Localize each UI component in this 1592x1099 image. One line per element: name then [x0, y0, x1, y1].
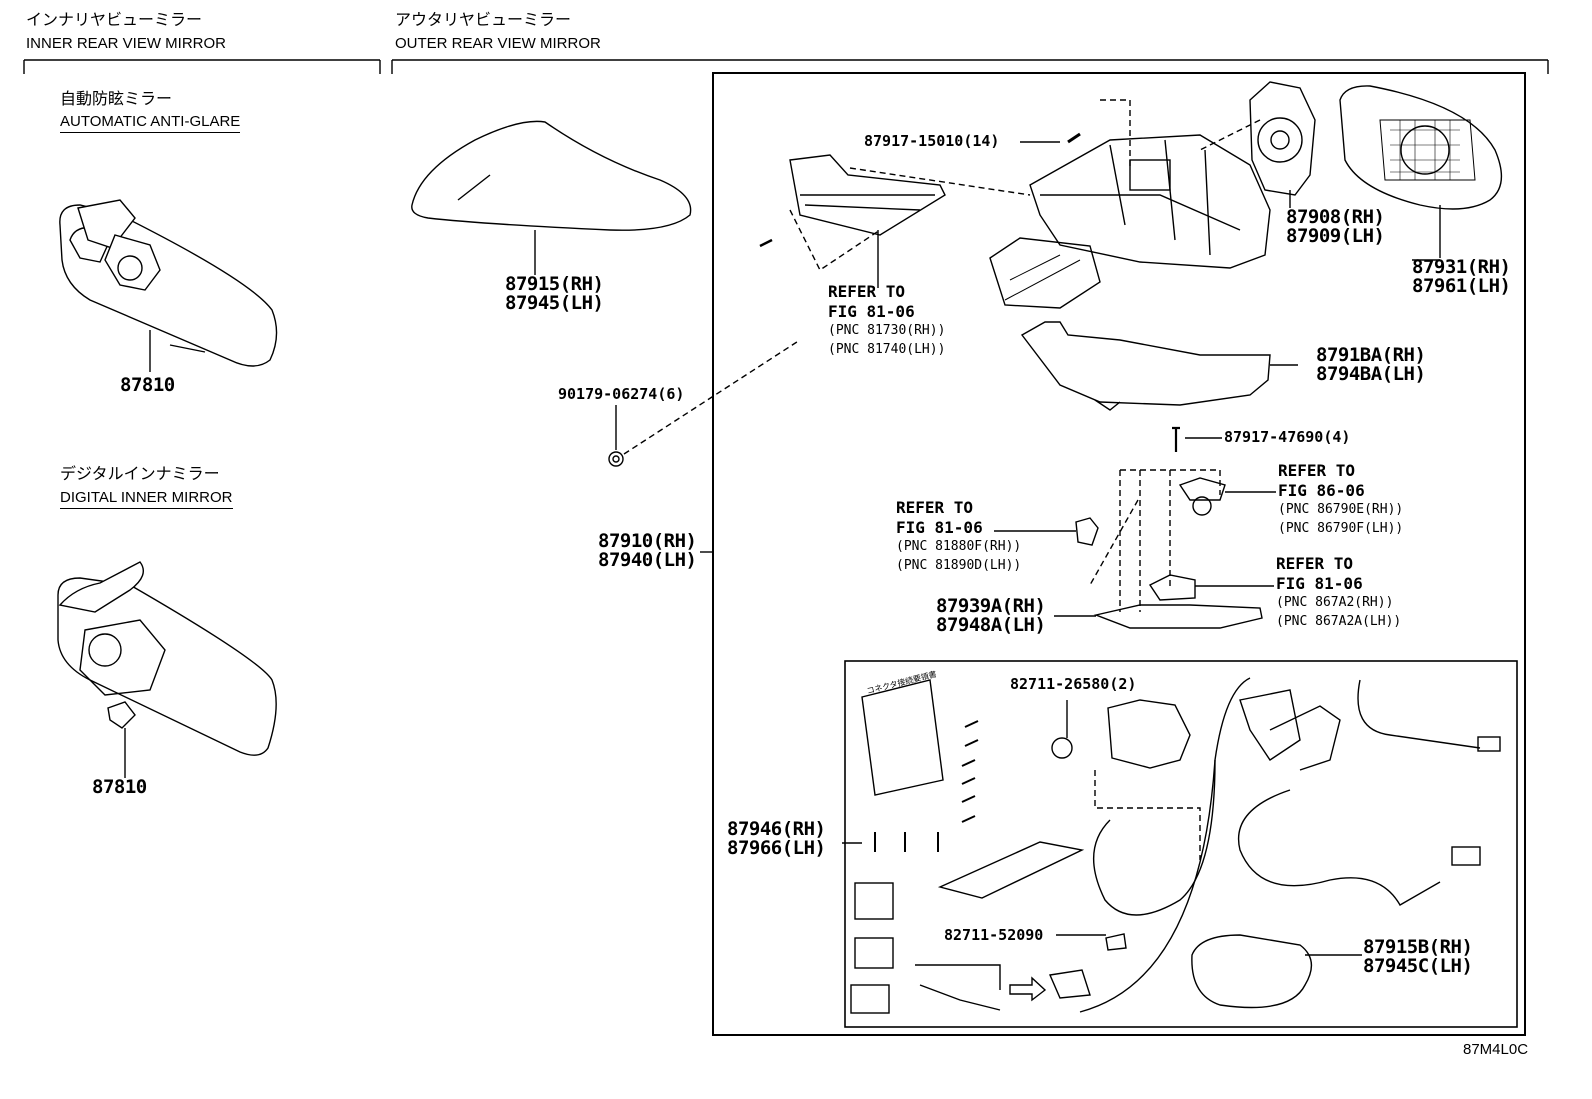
part-87939A: 87939A(RH) 87948A(LH) — [936, 595, 1046, 636]
part-87917-47690: 87917-47690(4) — [1224, 428, 1351, 446]
bracket-drawing — [994, 426, 1276, 629]
part-87946-rh: 87946(RH) — [727, 818, 826, 840]
section-brackets — [23, 59, 1549, 74]
fig-label: FIG 86-06 — [1278, 481, 1365, 500]
part-87945-lh: 87945(LH) — [505, 292, 604, 314]
part-8791BA: 8791BA(RH) 8794BA(LH) — [1316, 344, 1426, 385]
inner-section-title-en: INNER REAR VIEW MIRROR — [26, 35, 227, 52]
anti-glare-title-en: AUTOMATIC ANTI-GLARE — [60, 114, 241, 133]
turn-lamp-drawing — [759, 154, 946, 288]
screw-15010-drawing — [849, 132, 1081, 196]
mirror-cover-drawing — [411, 120, 692, 275]
part-8791BA-rh: 8791BA(RH) — [1316, 344, 1426, 366]
part-87910-rh: 87910(RH) — [598, 530, 697, 552]
fig-label: FIG 81-06 — [828, 302, 915, 321]
lower-cover-drawing — [1020, 321, 1298, 411]
digital-mirror-title-en: DIGITAL INNER MIRROR — [60, 490, 233, 509]
outer-section-title-en: OUTER REAR VIEW MIRROR — [395, 35, 601, 52]
part-87810-anti-glare: 87810 — [120, 374, 175, 396]
pnc-rh: (PNC 81730(RH)) — [828, 323, 946, 338]
illustration-code: 87M4L0C — [1463, 1041, 1529, 1058]
part-87931: 87931(RH) 87961(LH) — [1412, 256, 1511, 297]
inner-section-title-jp: インナリヤビューミラー — [26, 10, 203, 29]
pnc-lh: (PNC 86790F(LH)) — [1278, 521, 1404, 536]
auto-anti-glare-mirror-drawing — [59, 199, 278, 372]
fig-label: FIG 81-06 — [1276, 574, 1363, 593]
pnc-rh: (PNC 867A2(RH)) — [1276, 595, 1394, 610]
part-87946: 87946(RH) 87966(LH) — [727, 818, 826, 859]
part-90179: 90179-06274(6) — [558, 385, 685, 403]
part-87908-rh: 87908(RH) — [1286, 206, 1385, 228]
part-87908: 87908(RH) 87909(LH) — [1286, 206, 1385, 247]
anti-glare-title-jp: 自動防眩ミラー — [60, 89, 173, 108]
part-87909-lh: 87909(LH) — [1286, 225, 1385, 247]
part-87931-rh: 87931(RH) — [1412, 256, 1511, 278]
part-82711-52090: 82711-52090 — [944, 926, 1044, 944]
part-87966-lh: 87966(LH) — [727, 837, 826, 859]
digital-mirror-title-jp: デジタルインナミラー — [60, 464, 220, 483]
part-87915B: 87915B(RH) 87945C(LH) — [1363, 936, 1473, 977]
digital-inner-mirror-drawing — [57, 561, 277, 778]
refer-note-sensor: REFER TO FIG 81-06 (PNC 867A2(RH)) (PNC … — [1276, 554, 1402, 629]
refer-label: REFER TO — [1276, 554, 1354, 573]
part-87939A-rh: 87939A(RH) — [936, 595, 1046, 617]
part-87945C-lh: 87945C(LH) — [1363, 955, 1473, 977]
actuator-drawing — [1199, 81, 1316, 208]
part-87810-digital: 87810 — [92, 776, 147, 798]
pnc-rh: (PNC 81880F(RH)) — [896, 539, 1022, 554]
refer-note-camera: REFER TO FIG 86-06 (PNC 86790E(RH)) (PNC… — [1278, 461, 1404, 536]
mirror-glass-drawing — [1339, 85, 1503, 258]
nut-drawing — [608, 339, 801, 467]
outer-mirror-frame — [712, 72, 1526, 1036]
kit-contents-drawing — [842, 677, 1501, 1014]
refer-note-turn-lamp: REFER TO FIG 81-06 (PNC 81730(RH)) (PNC … — [828, 282, 946, 357]
part-82711-26580: 82711-26580(2) — [1010, 675, 1137, 693]
part-87961-lh: 87961(LH) — [1412, 275, 1511, 297]
outer-section-title-jp: アウタリヤビューミラー — [395, 10, 572, 29]
kit-frame — [844, 660, 1518, 1028]
part-87917-15010: 87917-15010(14) — [864, 132, 1000, 150]
refer-label: REFER TO — [828, 282, 906, 301]
pnc-lh: (PNC 867A2A(LH)) — [1276, 614, 1402, 629]
pnc-lh: (PNC 81890D(LH)) — [896, 558, 1022, 573]
fig-label: FIG 81-06 — [896, 518, 983, 537]
pnc-lh: (PNC 81740(LH)) — [828, 342, 946, 357]
part-87915-rh: 87915(RH) — [505, 273, 604, 295]
refer-label: REFER TO — [896, 498, 974, 517]
pnc-rh: (PNC 86790E(RH)) — [1278, 502, 1404, 517]
refer-note-lamp: REFER TO FIG 81-06 (PNC 81880F(RH)) (PNC… — [896, 498, 1022, 573]
refer-label: REFER TO — [1278, 461, 1356, 480]
part-87940-lh: 87940(LH) — [598, 549, 697, 571]
part-87910: 87910(RH) 87940(LH) — [598, 530, 697, 571]
mirror-housing-drawing — [989, 99, 1271, 309]
part-87915: 87915(RH) 87945(LH) — [505, 273, 604, 314]
part-87915B-rh: 87915B(RH) — [1363, 936, 1473, 958]
part-87948A-lh: 87948A(LH) — [936, 614, 1046, 636]
part-8794BA-lh: 8794BA(LH) — [1316, 363, 1426, 385]
